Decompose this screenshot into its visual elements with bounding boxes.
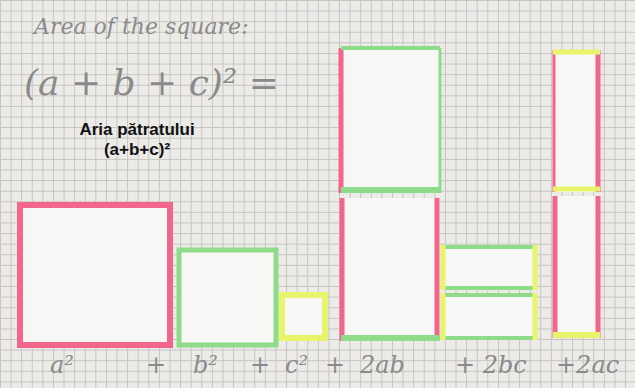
plus-sign: + [325, 352, 345, 380]
rect-ac [553, 50, 600, 192]
rect-bc [441, 245, 537, 290]
square-b [179, 250, 276, 345]
term-label: + 2bc [455, 352, 527, 380]
handwritten-title: Area of the square: [34, 14, 249, 39]
term-label: 2ab [360, 352, 405, 380]
rect-ab [341, 198, 440, 341]
term-label: b² [193, 352, 218, 380]
plus-sign: + [250, 352, 270, 380]
plus-sign: + [146, 352, 166, 380]
formula-caption: Aria pătratului (a+b+c)² [62, 120, 212, 159]
rect-bc [441, 293, 537, 340]
rect-ac [553, 196, 600, 338]
term-label: c² [285, 352, 308, 380]
square-a [20, 205, 170, 345]
square-c [282, 295, 325, 338]
handwritten-formula: (a + b + c)² = [24, 62, 279, 103]
term-label: +2ac [556, 352, 619, 380]
term-label: a² [50, 352, 74, 380]
rect-ab [341, 48, 440, 193]
